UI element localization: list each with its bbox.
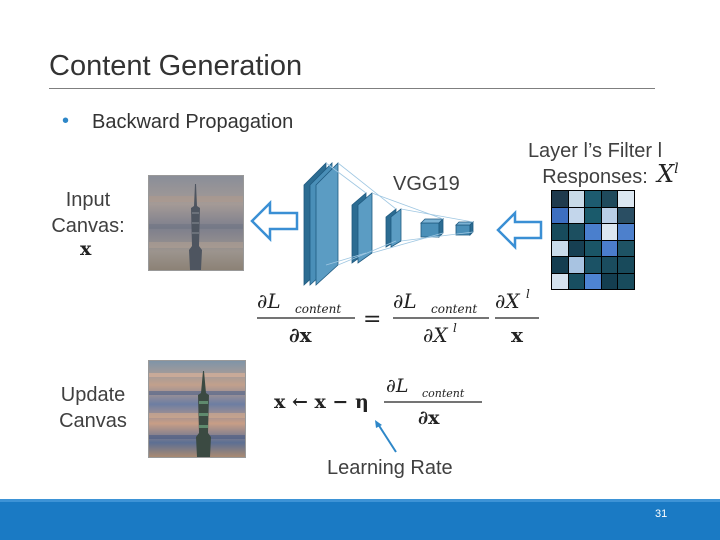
- footer-bar: [0, 499, 720, 540]
- eq1-r1-num: ∂L: [393, 289, 417, 313]
- filter-response-cell: [567, 256, 585, 274]
- eq1-r2-num-sup: l: [526, 287, 530, 301]
- filter-response-cell: [617, 239, 635, 257]
- filter-response-cell: [584, 239, 602, 257]
- filter-response-cell: [600, 223, 618, 241]
- input-canvas-label: Input Canvas:: [51, 189, 125, 237]
- eq1-r1-den-sup: l: [453, 321, 457, 335]
- title-underline: [49, 88, 655, 89]
- eq1-lhs-den: ∂x: [289, 323, 313, 347]
- filter-response-cell: [551, 272, 569, 290]
- update-canvas-image: [148, 360, 246, 458]
- learning-rate-label: Learning Rate: [327, 457, 453, 479]
- layer-responses-label: Layer l’s Filter l Responses:: [527, 140, 663, 188]
- vgg19-network-diagram: [303, 162, 474, 286]
- filter-response-cell: [567, 239, 585, 257]
- filter-response-cell: [567, 190, 585, 208]
- filter-response-grid: [551, 190, 635, 290]
- page-number: 31: [655, 508, 668, 520]
- filter-response-cell: [551, 256, 569, 274]
- filter-response-cell: [551, 190, 569, 208]
- eq2-num: ∂L: [386, 375, 408, 397]
- eq2-lhs: x ← x − η: [274, 391, 369, 413]
- eq1-r1-den: ∂X: [423, 323, 448, 347]
- input-canvas-image: [148, 175, 244, 271]
- bullet-icon: •: [62, 110, 70, 132]
- filter-response-cell: [584, 256, 602, 274]
- filter-response-cell: [551, 223, 569, 241]
- eq1-r2-den: x: [511, 323, 524, 347]
- layer-variable: Xl: [657, 160, 679, 188]
- eq1-lhs-num: ∂L: [257, 289, 281, 313]
- left-arrow-icon: [250, 200, 299, 242]
- update-rule-equation: x ← x − η ∂L content ∂x: [274, 375, 482, 429]
- filter-response-cell: [567, 272, 585, 290]
- filter-response-cell: [600, 272, 618, 290]
- learning-rate-pointer: [375, 420, 397, 453]
- filter-response-cell: [584, 223, 602, 241]
- filter-response-cell: [551, 206, 569, 224]
- filter-response-cell: [617, 206, 635, 224]
- eq2-num-sub: content: [422, 387, 465, 400]
- filter-response-cell: [584, 206, 602, 224]
- filter-response-cell: [617, 256, 635, 274]
- filter-response-cell: [567, 206, 585, 224]
- chain-rule-equation: ∂L content ∂x = ∂L content ∂X l ∂X l x: [257, 287, 539, 347]
- bullet-text: Backward Propagation: [92, 111, 294, 133]
- filter-response-cell: [551, 239, 569, 257]
- filter-response-cell: [600, 190, 618, 208]
- layer-variable-superscript: l: [674, 161, 679, 177]
- eq1-equals: =: [363, 307, 381, 332]
- filter-response-cell: [600, 256, 618, 274]
- eq1-r1-num-sub: content: [431, 302, 477, 316]
- vgg19-label: VGG19: [393, 173, 460, 195]
- filter-response-cell: [617, 272, 635, 290]
- footer-accent: [0, 499, 720, 502]
- filter-response-cell: [567, 223, 585, 241]
- filter-response-cell: [617, 223, 635, 241]
- update-canvas-label: Update Canvas: [59, 384, 127, 432]
- filter-response-cell: [600, 239, 618, 257]
- backward-arrow-icon: [496, 210, 543, 250]
- filter-response-cell: [584, 190, 602, 208]
- filter-response-cell: [584, 272, 602, 290]
- slide-title: Content Generation: [49, 50, 303, 82]
- eq1-lhs-num-sub: content: [295, 302, 341, 316]
- eq2-den: ∂x: [418, 407, 440, 429]
- layer-variable-base: X: [657, 160, 675, 188]
- input-variable: x: [80, 238, 92, 260]
- eq1-r2-num: ∂X: [495, 289, 520, 313]
- filter-response-cell: [600, 206, 618, 224]
- filter-response-cell: [617, 190, 635, 208]
